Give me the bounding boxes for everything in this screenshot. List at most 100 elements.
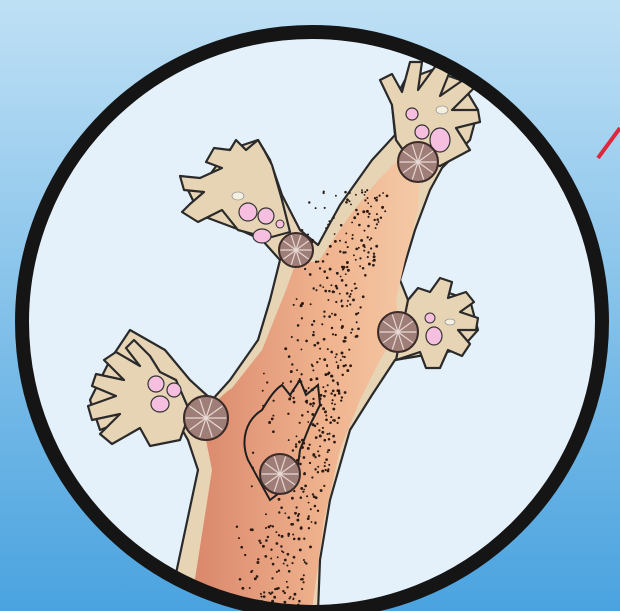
stipple-dot (293, 593, 296, 596)
stipple-dot (293, 538, 296, 541)
stipple-dot (314, 505, 317, 508)
stipple-dot (292, 449, 294, 451)
stipple-dot (258, 540, 261, 543)
stipple-dot (349, 192, 351, 194)
stipple-dot (319, 445, 321, 447)
stipple-dot (351, 237, 353, 239)
stipple-dot (341, 279, 344, 282)
stipple-dot (278, 498, 281, 501)
stipple-dot (366, 210, 369, 213)
stipple-dot (272, 415, 274, 417)
stipple-dot (252, 452, 254, 454)
stipple-dot (346, 305, 348, 307)
stipple-dot (327, 373, 329, 375)
stipple-dot (336, 382, 338, 384)
stipple-dot (292, 523, 295, 526)
stipple-dot (384, 210, 386, 212)
stipple-dot (298, 600, 301, 603)
stipple-dot (306, 495, 308, 497)
stipple-dot (376, 223, 378, 225)
stipple-dot (352, 298, 355, 301)
polyp-mouth-disc (279, 233, 313, 267)
stipple-dot (301, 588, 303, 590)
stipple-dot (328, 464, 330, 466)
stipple-dot (256, 561, 259, 564)
stipple-dot (303, 559, 305, 561)
stipple-dot (311, 323, 313, 325)
stipple-dot (372, 264, 375, 267)
stipple-dot (318, 429, 320, 431)
stipple-dot (314, 456, 316, 458)
stipple-dot (276, 542, 279, 545)
stipple-dot (297, 515, 299, 517)
stipple-dot (317, 466, 319, 468)
stipple-dot (262, 545, 265, 548)
polyp-mouth-disc (260, 454, 300, 494)
stipple-dot (284, 559, 287, 562)
stipple-dot (319, 284, 321, 286)
stipple-dot (318, 454, 320, 456)
stipple-dot (353, 216, 356, 219)
stipple-dot (362, 210, 365, 213)
stipple-dot (296, 519, 299, 522)
stipple-dot (312, 405, 314, 407)
stipple-dot (323, 338, 326, 341)
stipple-dot (327, 451, 329, 453)
stipple-dot (291, 562, 293, 564)
stipple-dot (288, 597, 290, 599)
stipple-dot (344, 364, 346, 366)
stipple-dot (362, 267, 365, 270)
stipple-dot (339, 250, 341, 252)
stipple-dot (331, 327, 333, 329)
stipple-dot (367, 236, 369, 238)
stipple-dot (339, 240, 341, 242)
stipple-dot (355, 194, 357, 196)
stipple-dot (312, 334, 315, 337)
stipple-dot (340, 276, 342, 278)
stipple-dot (286, 586, 288, 588)
stipple-dot (303, 456, 306, 459)
stipple-dot (288, 570, 291, 573)
stipple-dot (303, 473, 306, 476)
stipple-dot (312, 493, 314, 495)
stipple-dot (358, 247, 360, 249)
stipple-dot (364, 230, 366, 232)
stipple-dot (284, 512, 286, 514)
stipple-dot (322, 386, 324, 388)
stipple-dot (276, 571, 278, 573)
stipple-dot (270, 558, 272, 560)
stipple-dot (351, 290, 353, 292)
stipple-dot (367, 216, 369, 218)
stipple-dot (323, 395, 326, 398)
stipple-dot (375, 227, 377, 229)
stipple-dot (271, 577, 273, 579)
stipple-dot (323, 485, 325, 487)
stipple-dot (373, 253, 375, 255)
stipple-dot (332, 333, 334, 335)
stipple-dot (328, 433, 330, 435)
stipple-dot (355, 336, 357, 338)
stipple-dot (367, 197, 369, 199)
stipple-dot (364, 274, 367, 277)
stipple-dot (335, 334, 337, 336)
stipple-dot (281, 550, 283, 552)
stipple-dot (287, 533, 290, 536)
stipple-dot (321, 323, 323, 325)
stipple-dot (364, 199, 366, 201)
stipple-dot (361, 189, 363, 191)
stipple-dot (298, 440, 301, 443)
stipple-dot (309, 444, 311, 446)
stipple-dot (263, 373, 265, 375)
stipple-dot (354, 283, 356, 285)
stipple-dot (315, 207, 317, 209)
stipple-dot (312, 369, 314, 371)
stipple-dot (304, 268, 306, 270)
stipple-dot (305, 401, 307, 403)
stipple-dot (266, 381, 268, 383)
stipple-dot (325, 469, 327, 471)
stipple-dot (378, 221, 380, 223)
stipple-dot (238, 537, 240, 539)
stipple-dot (346, 198, 349, 201)
stipple-dot (341, 325, 344, 328)
stipple-dot (280, 545, 282, 547)
